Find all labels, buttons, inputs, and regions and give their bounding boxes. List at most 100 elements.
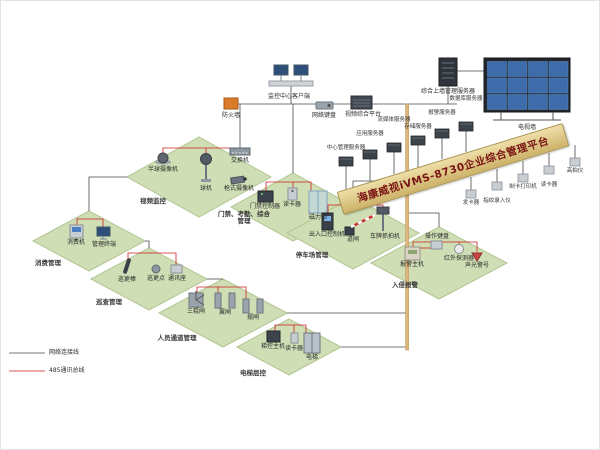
elevator-reader-icon <box>290 332 299 344</box>
label-decoder: 视频综合平台 <box>344 111 382 118</box>
wing-gate-icon <box>214 292 236 309</box>
peripheral-icon <box>465 189 477 199</box>
alarm-keypad-icon <box>430 240 443 250</box>
legend-comm-label: 485通讯总线 <box>49 367 85 374</box>
label-platform-video: 视频监控 <box>140 197 166 205</box>
ir-detector-icon <box>454 244 464 254</box>
patrol-stick-icon <box>123 258 131 274</box>
red-patrol <box>127 252 177 265</box>
label-alarm-keypad: 操作键盘 <box>424 233 450 240</box>
monitor-icon <box>273 64 289 76</box>
label-platform-elevator: 电梯层控 <box>240 369 266 377</box>
label-server: 应用服务器 <box>356 131 384 137</box>
line-consume-video <box>88 176 127 211</box>
label-ir-detector: 红外探测器 <box>443 255 475 262</box>
peripheral-icons <box>465 157 581 199</box>
label-swing-gate: 摆闸 <box>246 314 260 321</box>
label-platform-access: 门禁、考勤、综合管理 <box>218 210 270 226</box>
entrance-terminal-icon <box>321 212 334 231</box>
peripheral-icon <box>517 173 529 183</box>
label-tv-wall: 电视墙 <box>517 124 537 131</box>
network-lines <box>9 70 576 354</box>
card-reader-icon <box>287 187 298 201</box>
label-server: 报警服务器 <box>428 110 456 116</box>
label-tripod-turnstile: 三辊闸 <box>186 308 206 315</box>
label-wall-server: 综合上墙管理服务器 <box>420 88 476 95</box>
label-elevator-reader: 读卡器 <box>284 345 304 352</box>
platform-alarm-surface <box>369 226 509 300</box>
pos-terminal-icon <box>69 224 84 239</box>
label-peripheral: 高拍仪 <box>566 168 584 174</box>
label-patrol-point: 巡更点 <box>146 275 166 282</box>
label-keyboard: 网络键盘 <box>311 112 337 119</box>
swing-gate-icon <box>242 298 264 314</box>
label-card-reader: 读卡器 <box>282 201 302 208</box>
video-platform-icon <box>350 95 373 110</box>
line-patrol-consume <box>145 240 150 248</box>
patrol-dock-icon <box>170 264 183 274</box>
bullet-camera-icon <box>230 175 247 185</box>
red-video-1 <box>162 147 240 153</box>
label-capture-camera: 车牌抓拍机 <box>369 233 401 240</box>
tv-wall-icon <box>483 57 571 121</box>
label-bullet-camera: 枪式摄像机 <box>223 185 255 192</box>
server-icon <box>386 142 402 153</box>
label-client: 监控中心客户端 <box>267 93 311 100</box>
label-platform-parking: 停车场管理 <box>295 251 329 259</box>
red-passage-1 <box>196 286 247 299</box>
server-icon <box>410 135 426 146</box>
peripheral-icon <box>569 157 581 167</box>
label-entrance-terminal: 出入口控制机 <box>308 231 346 238</box>
alarm-comm-lines <box>9 147 478 372</box>
tripod-turnstile-icon <box>188 291 205 308</box>
label-manage-terminal: 管理终端 <box>91 241 117 248</box>
label-peripheral: 发卡器 <box>462 200 480 206</box>
label-server: 中心管理服务器 <box>326 145 366 151</box>
line-alarm-bus <box>407 212 440 227</box>
label-siren: 声光警号 <box>464 262 490 269</box>
elevator-controller-icon <box>266 330 281 343</box>
manage-terminal-icon <box>96 226 111 240</box>
barrier-gate-icon <box>344 213 376 236</box>
red-consume <box>76 218 104 227</box>
label-alarm-host: 报警主机 <box>399 261 425 268</box>
label-elevator-controller: 梯控主机 <box>260 343 286 350</box>
legend-network-label: 网络连接线 <box>49 349 80 356</box>
wall-server-cabinet-icon <box>438 57 458 87</box>
elevator-car-icon <box>303 332 321 354</box>
red-elevator-1 <box>274 324 307 333</box>
alarm-host-icon <box>404 246 421 261</box>
switch-icon <box>229 147 251 156</box>
capture-camera-icon <box>376 206 390 231</box>
label-server: 存储服务器 <box>404 124 432 130</box>
red-access-1 <box>265 181 312 191</box>
label-peripheral: 读卡器 <box>540 182 558 188</box>
firewall-icon <box>223 97 239 110</box>
label-patrol-dock: 通讯座 <box>167 275 187 282</box>
peripheral-icon <box>543 165 555 175</box>
siren-icon <box>471 252 483 262</box>
backbone-bus <box>405 103 409 351</box>
label-server: 流媒体服务器 <box>377 117 411 123</box>
label-dome-camera: 半球摄像机 <box>147 166 179 173</box>
label-patrol-stick: 巡更棒 <box>117 276 137 283</box>
label-platform-alarm: 入侵报警 <box>392 281 418 289</box>
label-wing-gate: 翼闸 <box>218 309 232 316</box>
dome-camera-icon <box>155 152 171 165</box>
server-icon <box>338 156 354 167</box>
glass-door-icon <box>308 190 328 214</box>
label-peripheral: 制卡打印机 <box>509 184 537 190</box>
label-pos-terminal: 消费机 <box>66 239 86 246</box>
label-peripheral: 指纹录入仪 <box>483 198 511 204</box>
label-switch: 交换机 <box>230 157 250 164</box>
server-icon <box>458 121 474 132</box>
label-ptz-camera: 球机 <box>199 185 213 192</box>
label-door-lock: 磁力锁 <box>308 214 328 221</box>
network-keyboard-icon <box>315 101 334 110</box>
access-controller-icon <box>257 190 274 203</box>
label-barrier-gate: 道闸 <box>346 236 360 243</box>
label-firewall: 防火墙 <box>221 112 241 119</box>
label-server: 数据库服务器 <box>449 96 483 102</box>
server-icon <box>362 149 378 160</box>
